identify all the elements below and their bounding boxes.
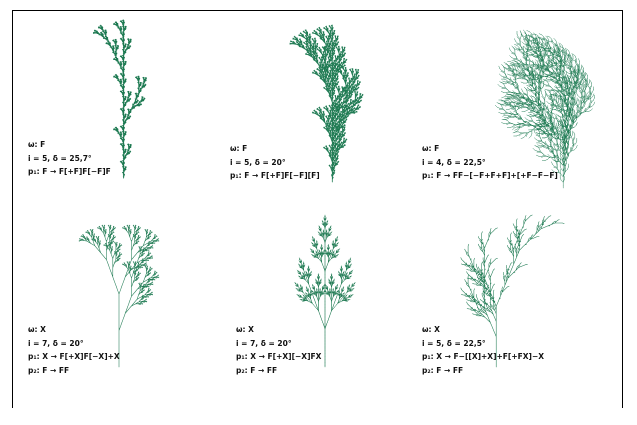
- plant-drawing-4: [0, 205, 212, 417]
- plant-panel-1: ω: F i = 5, δ = 25,7° p₁: F → F[+F]F[−F]…: [0, 0, 212, 212]
- params-label-2: i = 5, δ = 20°: [230, 156, 320, 170]
- axiom-label-5: ω: X: [236, 323, 321, 337]
- rule-label-6-2: p₂: F → FF: [422, 364, 544, 378]
- axiom-label-4: ω: X: [28, 323, 120, 337]
- rule-label-1-1: p₁: F → F[+F]F[−F]F: [28, 165, 111, 179]
- params-label-6: i = 5, δ = 22,5°: [422, 337, 544, 351]
- rule-label-5-2: p₂: F → FF: [236, 364, 321, 378]
- axiom-label-3: ω: F: [422, 142, 558, 156]
- rule-label-5-1: p₁: X → F[+X][−X]FX: [236, 350, 321, 364]
- plant-drawing-5: [210, 205, 422, 417]
- plant-drawing-6: [415, 205, 627, 417]
- rule-label-4-1: p₁: X → F[+X]F[−X]+X: [28, 350, 120, 364]
- axiom-label-6: ω: X: [422, 323, 544, 337]
- plant-panel-5: ω: X i = 7, δ = 20° p₁: X → F[+X][−X]FX …: [210, 205, 422, 417]
- axiom-label-1: ω: F: [28, 138, 111, 152]
- plant-panel-3: ω: F i = 4, δ = 22,5° p₁: F → FF−[−F+F+F…: [415, 0, 627, 212]
- axiom-label-2: ω: F: [230, 142, 320, 156]
- plant-panel-6: ω: X i = 5, δ = 22,5° p₁: X → F−[[X]+X]+…: [415, 205, 627, 417]
- params-label-1: i = 5, δ = 25,7°: [28, 152, 111, 166]
- params-label-5: i = 7, δ = 20°: [236, 337, 321, 351]
- params-label-4: i = 7, δ = 20°: [28, 337, 120, 351]
- plant-panel-2: ω: F i = 5, δ = 20° p₁: F → F[+F]F[−F][F…: [210, 0, 422, 212]
- rule-label-4-2: p₂: F → FF: [28, 364, 120, 378]
- plant-panel-4: ω: X i = 7, δ = 20° p₁: X → F[+X]F[−X]+X…: [0, 205, 212, 417]
- params-label-3: i = 4, δ = 22,5°: [422, 156, 558, 170]
- rule-label-6-1: p₁: X → F−[[X]+X]+F[+FX]−X: [422, 350, 544, 364]
- rule-label-3-1: p₁: F → FF−[−F+F+F]+[+F−F−F]: [422, 169, 558, 183]
- rule-label-2-1: p₁: F → F[+F]F[−F][F]: [230, 169, 320, 183]
- plant-drawing-1: [0, 0, 212, 212]
